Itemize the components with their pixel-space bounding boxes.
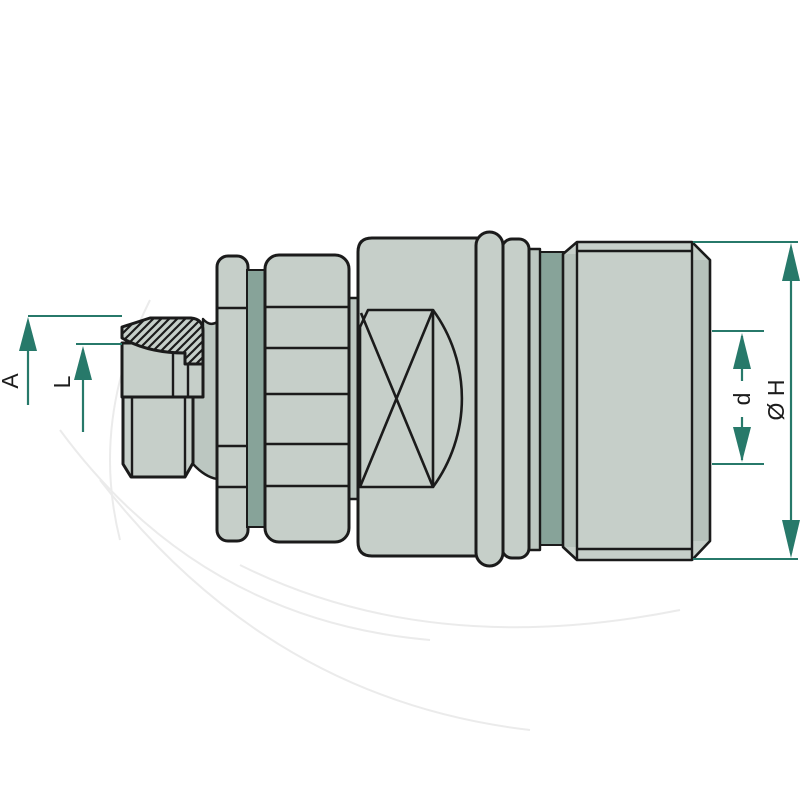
flange-ring — [215, 254, 250, 543]
hex-body — [561, 240, 712, 562]
dimension-h-label: Ø H — [763, 380, 789, 421]
dimension-h-arrowhead-up — [782, 243, 800, 281]
dimension-h-arrowhead-down — [782, 520, 800, 558]
lock-ring — [474, 230, 505, 568]
hex-flats-hatched-cap — [120, 316, 205, 366]
dimension-d-label: d — [729, 393, 755, 406]
thread-section — [121, 395, 195, 479]
outer-ring — [500, 237, 531, 560]
dimension-a-arrowhead — [19, 317, 37, 351]
hex-right-facet — [692, 260, 710, 541]
dimension-d-arrowhead-up — [733, 333, 751, 369]
dimension-d — [712, 330, 764, 465]
hex-left-facet — [563, 254, 577, 547]
accent-band-left — [246, 269, 267, 528]
knurled-collar — [263, 253, 351, 544]
dimension-l-label: L — [49, 375, 75, 388]
dimension-a-label: A — [0, 373, 23, 389]
dimension-l — [74, 343, 122, 432]
valve-cross-window — [358, 308, 464, 489]
dimension-h — [693, 241, 800, 560]
dimension-d-arrowhead-down — [733, 427, 751, 462]
dimension-a — [19, 315, 122, 405]
release-sleeve — [356, 236, 488, 558]
male-thread-end — [120, 316, 205, 479]
accent-band-right — [538, 251, 565, 546]
dimension-l-arrowhead — [74, 346, 92, 380]
